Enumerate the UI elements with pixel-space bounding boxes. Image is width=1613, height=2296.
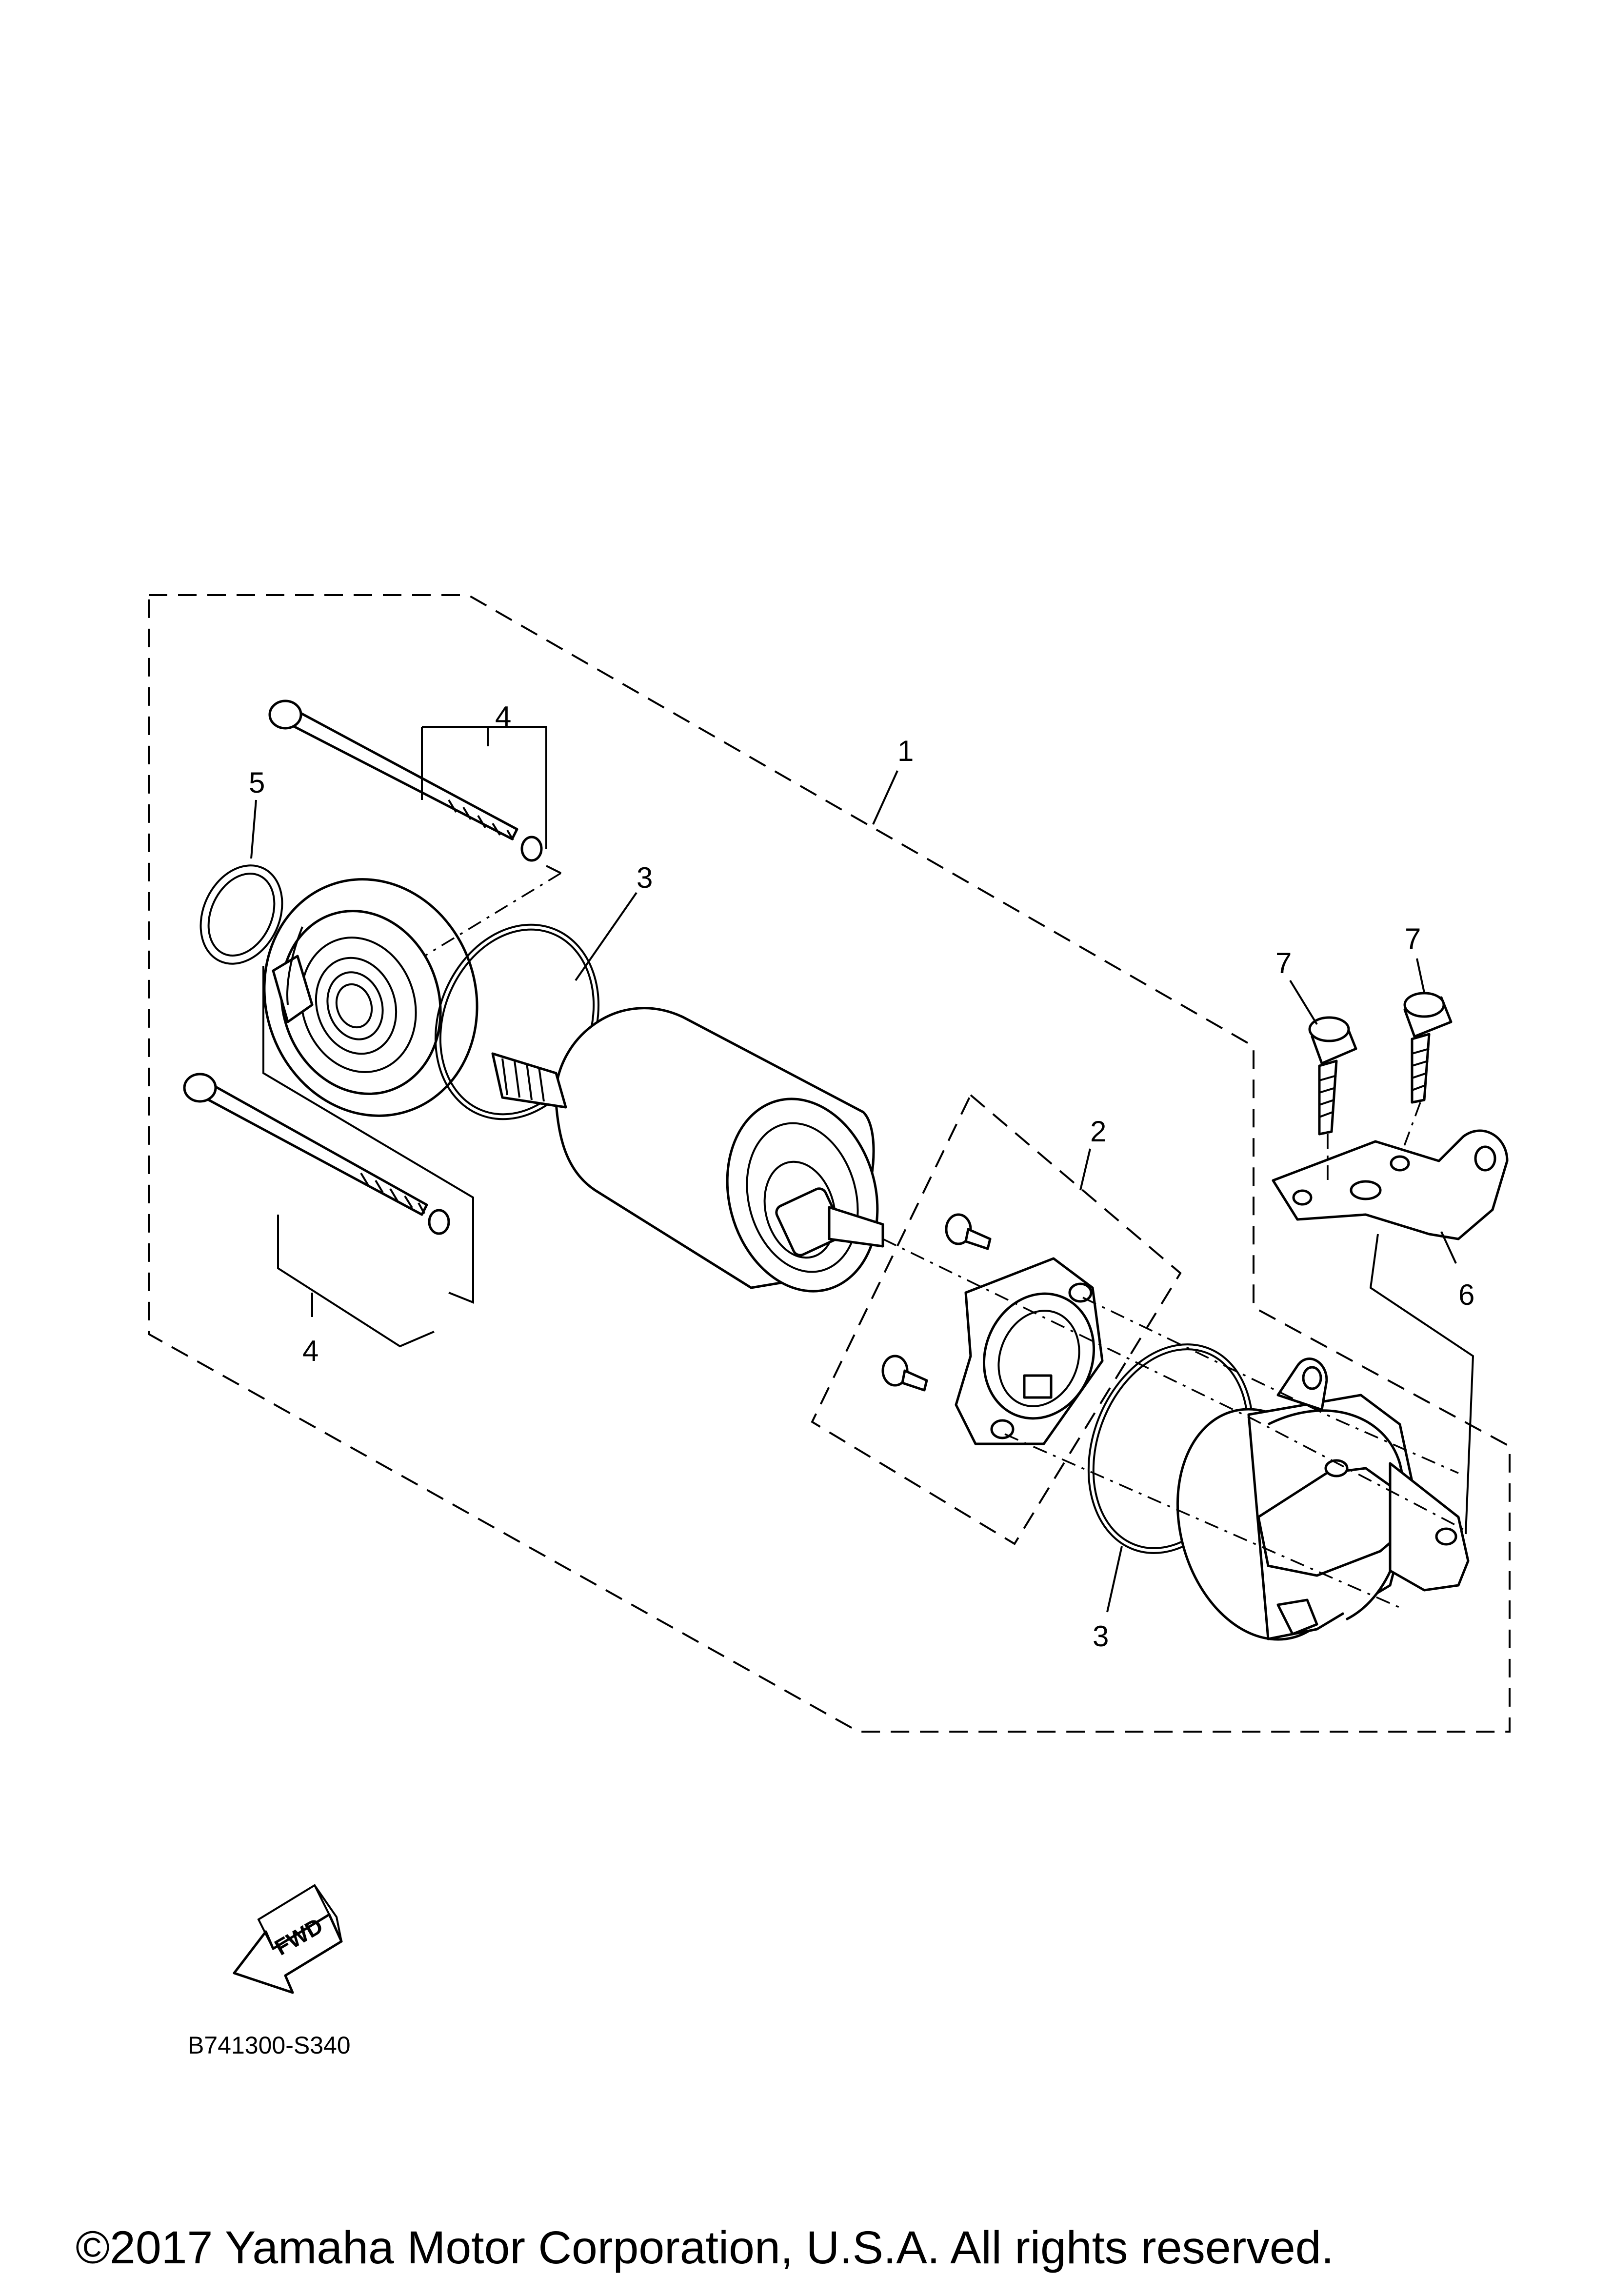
leader-5 xyxy=(250,799,257,859)
leader-4-lower xyxy=(277,1215,435,1348)
through-bolt-lower xyxy=(183,1073,450,1235)
alignment-axis-bolt7-right xyxy=(1401,1102,1421,1152)
copyright-notice: ©2017 Yamaha Motor Corporation, U.S.A. A… xyxy=(76,2222,1334,2274)
leader-7-left xyxy=(1289,979,1318,1025)
bracket-part-6 xyxy=(1272,1129,1509,1240)
callout-3-upper: 3 xyxy=(637,861,653,894)
alignment-axis-upper-bolt xyxy=(424,872,561,957)
leader-2 xyxy=(1079,1148,1091,1191)
diagram-code: B741300-S340 xyxy=(188,2032,351,2059)
callout-4-lower: 4 xyxy=(302,1335,319,1367)
callout-1: 1 xyxy=(897,735,914,767)
brush-holder-part-2 xyxy=(881,1213,1104,1445)
o-ring-part-5 xyxy=(199,864,283,965)
leader-6 xyxy=(1440,1231,1457,1264)
assembly-1-boundary xyxy=(148,594,1511,1733)
callout-7-left: 7 xyxy=(1275,947,1292,979)
through-bolt-upper xyxy=(268,699,543,862)
bolt-part-7-right xyxy=(1403,992,1453,1104)
screw-upper xyxy=(945,1213,992,1250)
bolt-grouping-line-upper xyxy=(262,865,561,1304)
leader-7-right xyxy=(1416,958,1425,993)
callout-2: 2 xyxy=(1090,1115,1106,1148)
bolt-grouping-line-rear xyxy=(1369,1234,1474,1535)
alignment-axis-lower xyxy=(1004,1433,1405,1611)
motor-yoke-armature xyxy=(491,1007,884,1293)
callout-4-upper: 4 xyxy=(495,700,511,733)
rear-cover xyxy=(1176,1358,1470,1641)
alignment-axis-main xyxy=(882,1238,1469,1533)
front-cover xyxy=(263,878,478,1117)
callout-3-lower: 3 xyxy=(1093,1620,1109,1653)
alignment-axis-upper-bracket xyxy=(1082,1297,1459,1474)
callout-7-right: 7 xyxy=(1405,922,1421,955)
leader-4-upper xyxy=(421,726,547,849)
bolt-part-7-left xyxy=(1308,1016,1357,1136)
callout-6: 6 xyxy=(1458,1278,1474,1311)
leader-3-upper xyxy=(575,892,637,981)
assembly-2-boundary xyxy=(811,1093,1182,1545)
screw-lower xyxy=(881,1355,928,1392)
fwd-arrow-icon: FWD xyxy=(233,1884,343,1994)
leader-3-lower xyxy=(1106,1546,1123,1613)
callout-5: 5 xyxy=(249,766,265,799)
leader-1 xyxy=(872,770,898,825)
